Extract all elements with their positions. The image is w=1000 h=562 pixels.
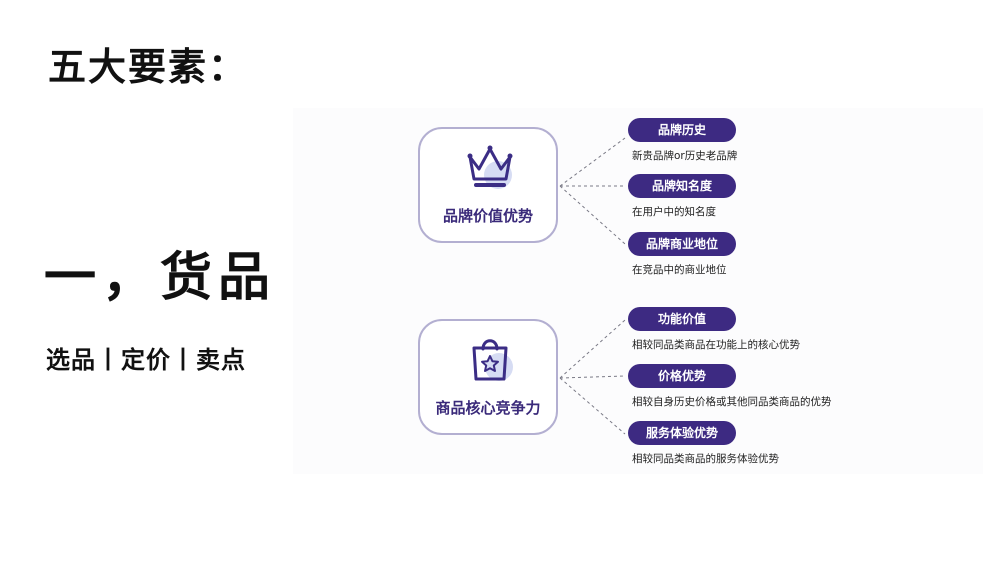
shopping-bag-star-icon	[464, 333, 516, 389]
item-pill: 品牌知名度	[628, 174, 736, 198]
core-card-brand-value: 品牌价值优势	[418, 127, 558, 243]
core-card-title: 品牌价值优势	[442, 207, 533, 225]
connector-line	[559, 319, 626, 379]
diagram-panel: 品牌价值优势 商品核心竞争力 品牌历史 新贵品牌or历史老品牌 品牌知名度 在用…	[293, 108, 983, 474]
connector-line	[559, 377, 626, 435]
item-description: 新贵品牌or历史老品牌	[632, 150, 738, 162]
item-description: 在用户中的知名度	[632, 206, 716, 218]
connector-line	[559, 375, 626, 379]
item-description: 在竞品中的商业地位	[632, 264, 727, 276]
item-description: 相较同品类商品在功能上的核心优势	[632, 339, 800, 351]
core-card-title: 商品核心竞争力	[435, 399, 541, 417]
heading: 五大要素：	[48, 45, 249, 89]
item-pill: 价格优势	[628, 364, 736, 388]
core-card-product-competitiveness: 商品核心竞争力	[418, 319, 558, 435]
connector-line	[559, 137, 626, 187]
item-pill: 品牌商业地位	[628, 232, 736, 256]
item-pill: 功能价值	[628, 307, 736, 331]
item-description: 相较自身历史价格或其他同品类商品的优势	[632, 396, 832, 408]
subtitle: 选品丨定价丨卖点	[46, 346, 246, 374]
item-pill: 服务体验优势	[628, 421, 736, 445]
section-title: 一，货品	[44, 248, 277, 308]
connector-line	[559, 185, 626, 245]
item-description: 相较同品类商品的服务体验优势	[632, 453, 779, 465]
connector-lines	[559, 137, 626, 435]
item-pill: 品牌历史	[628, 118, 736, 142]
crown-icon	[464, 141, 516, 197]
